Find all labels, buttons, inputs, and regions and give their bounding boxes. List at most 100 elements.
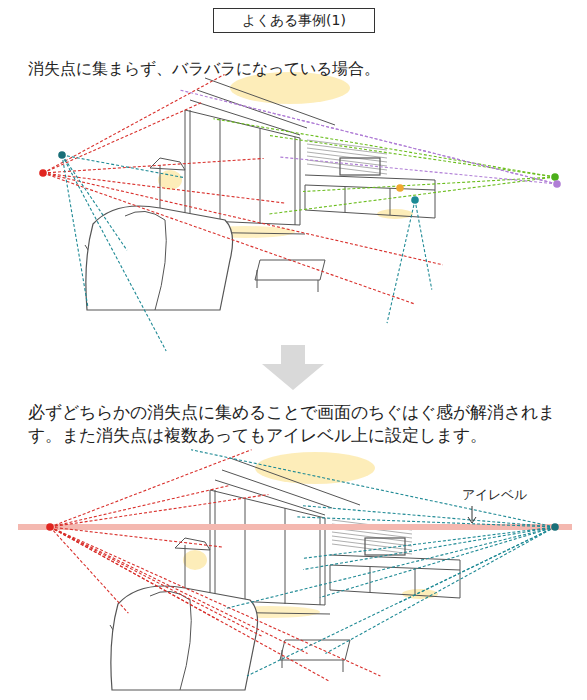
sofa-back bbox=[111, 586, 258, 690]
perspective-guide bbox=[62, 155, 166, 351]
perspective-guide bbox=[303, 527, 555, 558]
sofa-arm bbox=[150, 591, 191, 690]
perspective-guide bbox=[50, 450, 252, 527]
tv-screen bbox=[340, 158, 380, 175]
sketch-line bbox=[343, 660, 344, 672]
vanishing-point bbox=[396, 184, 404, 192]
brick-hatch bbox=[307, 160, 387, 170]
sketch-line bbox=[257, 270, 258, 288]
brick-hatch bbox=[332, 544, 412, 554]
perspective-guide bbox=[269, 136, 555, 177]
sketch-line bbox=[330, 555, 460, 560]
brick-hatch bbox=[307, 164, 387, 174]
sketch-line bbox=[370, 567, 371, 592]
perspective-guide bbox=[320, 527, 555, 598]
eye-level-pointer bbox=[472, 506, 473, 521]
sketch-line bbox=[320, 260, 325, 280]
sketch-line bbox=[285, 640, 350, 641]
sketch-line bbox=[305, 185, 306, 210]
perspective-guide bbox=[50, 527, 330, 682]
perspective-guide bbox=[225, 527, 555, 609]
perspective-guide bbox=[43, 74, 224, 173]
vanishing-point bbox=[553, 180, 561, 188]
eye-level-pointer-head bbox=[468, 517, 476, 523]
sketch-line bbox=[197, 90, 307, 128]
perspective-guide bbox=[303, 177, 555, 192]
sketch-line bbox=[345, 640, 350, 660]
sketch-line bbox=[330, 565, 460, 570]
vanishing-point bbox=[39, 169, 47, 177]
sketch-line bbox=[260, 260, 325, 261]
sketch-line bbox=[255, 280, 320, 281]
perspective-guide bbox=[62, 155, 88, 306]
perspective-guide bbox=[303, 527, 555, 570]
perspective-guide bbox=[269, 177, 555, 214]
down-arrow bbox=[262, 345, 324, 390]
brick-hatch bbox=[332, 540, 412, 550]
sketch-line bbox=[285, 508, 286, 604]
perspective-guide bbox=[325, 527, 555, 654]
sketch-line bbox=[305, 175, 435, 180]
brick-hatch bbox=[307, 152, 387, 162]
vanishing-point bbox=[58, 151, 66, 159]
sketch-line bbox=[300, 138, 301, 225]
sketch-line bbox=[320, 517, 321, 605]
perspective-guide bbox=[180, 90, 557, 184]
lamp-shade bbox=[175, 538, 210, 550]
sketch-line bbox=[280, 660, 345, 661]
sketch-line bbox=[345, 187, 346, 212]
title-text: よくある事例(1) bbox=[242, 12, 346, 28]
perspective-guide bbox=[213, 119, 555, 177]
sketch-line bbox=[390, 188, 391, 215]
sketch-line bbox=[330, 590, 460, 598]
sketch-line bbox=[295, 137, 296, 225]
perspective-guide bbox=[50, 527, 224, 547]
title-box: よくある事例(1) bbox=[213, 8, 375, 33]
perspective-guide bbox=[224, 101, 557, 184]
perspective-guide bbox=[50, 527, 263, 637]
sketch-line bbox=[190, 100, 300, 135]
perspective-guide bbox=[297, 517, 555, 527]
sketch-line bbox=[185, 110, 186, 220]
sketch-line bbox=[330, 565, 331, 590]
problem-note: 消失点に集まらず、バラバラになっている場合。 bbox=[28, 58, 578, 80]
sketch-line bbox=[210, 490, 325, 518]
eye-level-label: アイレベル bbox=[462, 486, 552, 504]
right-example bbox=[18, 450, 572, 690]
sketch-line bbox=[215, 490, 216, 600]
perspective-guide bbox=[43, 102, 202, 173]
vanishing-point bbox=[551, 523, 559, 531]
perspective-guide bbox=[50, 495, 268, 527]
ceiling-light bbox=[255, 452, 375, 484]
sketch-line bbox=[230, 458, 360, 505]
sketch-line bbox=[190, 110, 191, 220]
perspective-guide bbox=[50, 486, 229, 527]
perspective-guide bbox=[247, 527, 555, 676]
perspective-guide bbox=[415, 200, 432, 290]
vanishing-point bbox=[411, 196, 419, 204]
shelf-light bbox=[402, 589, 438, 599]
sketch-line bbox=[215, 480, 325, 515]
perspective-guide bbox=[280, 157, 557, 184]
perspective-guide bbox=[303, 506, 555, 527]
shelf-light bbox=[377, 209, 413, 219]
sketch-line bbox=[435, 180, 436, 218]
perspective-guide bbox=[50, 527, 128, 613]
sofa-arm bbox=[125, 211, 166, 310]
perspective-guide bbox=[43, 173, 415, 304]
perspective-guide bbox=[50, 527, 380, 676]
solution-note: 必ずどちらかの消失点に集めることで画面のちぐはぐ感が解消されます。また消失点は複… bbox=[28, 401, 576, 447]
perspective-guide bbox=[191, 450, 555, 527]
sketch-line bbox=[305, 210, 435, 218]
perspective-guide bbox=[62, 155, 183, 177]
sketch-line bbox=[415, 568, 416, 595]
sketch-line bbox=[260, 128, 261, 224]
perspective-guide bbox=[43, 158, 264, 173]
room-sketch bbox=[85, 72, 435, 310]
vanishing-point bbox=[46, 523, 54, 531]
sketch-line bbox=[325, 518, 326, 605]
brick-hatch bbox=[307, 148, 387, 158]
perspective-guide bbox=[50, 527, 308, 654]
